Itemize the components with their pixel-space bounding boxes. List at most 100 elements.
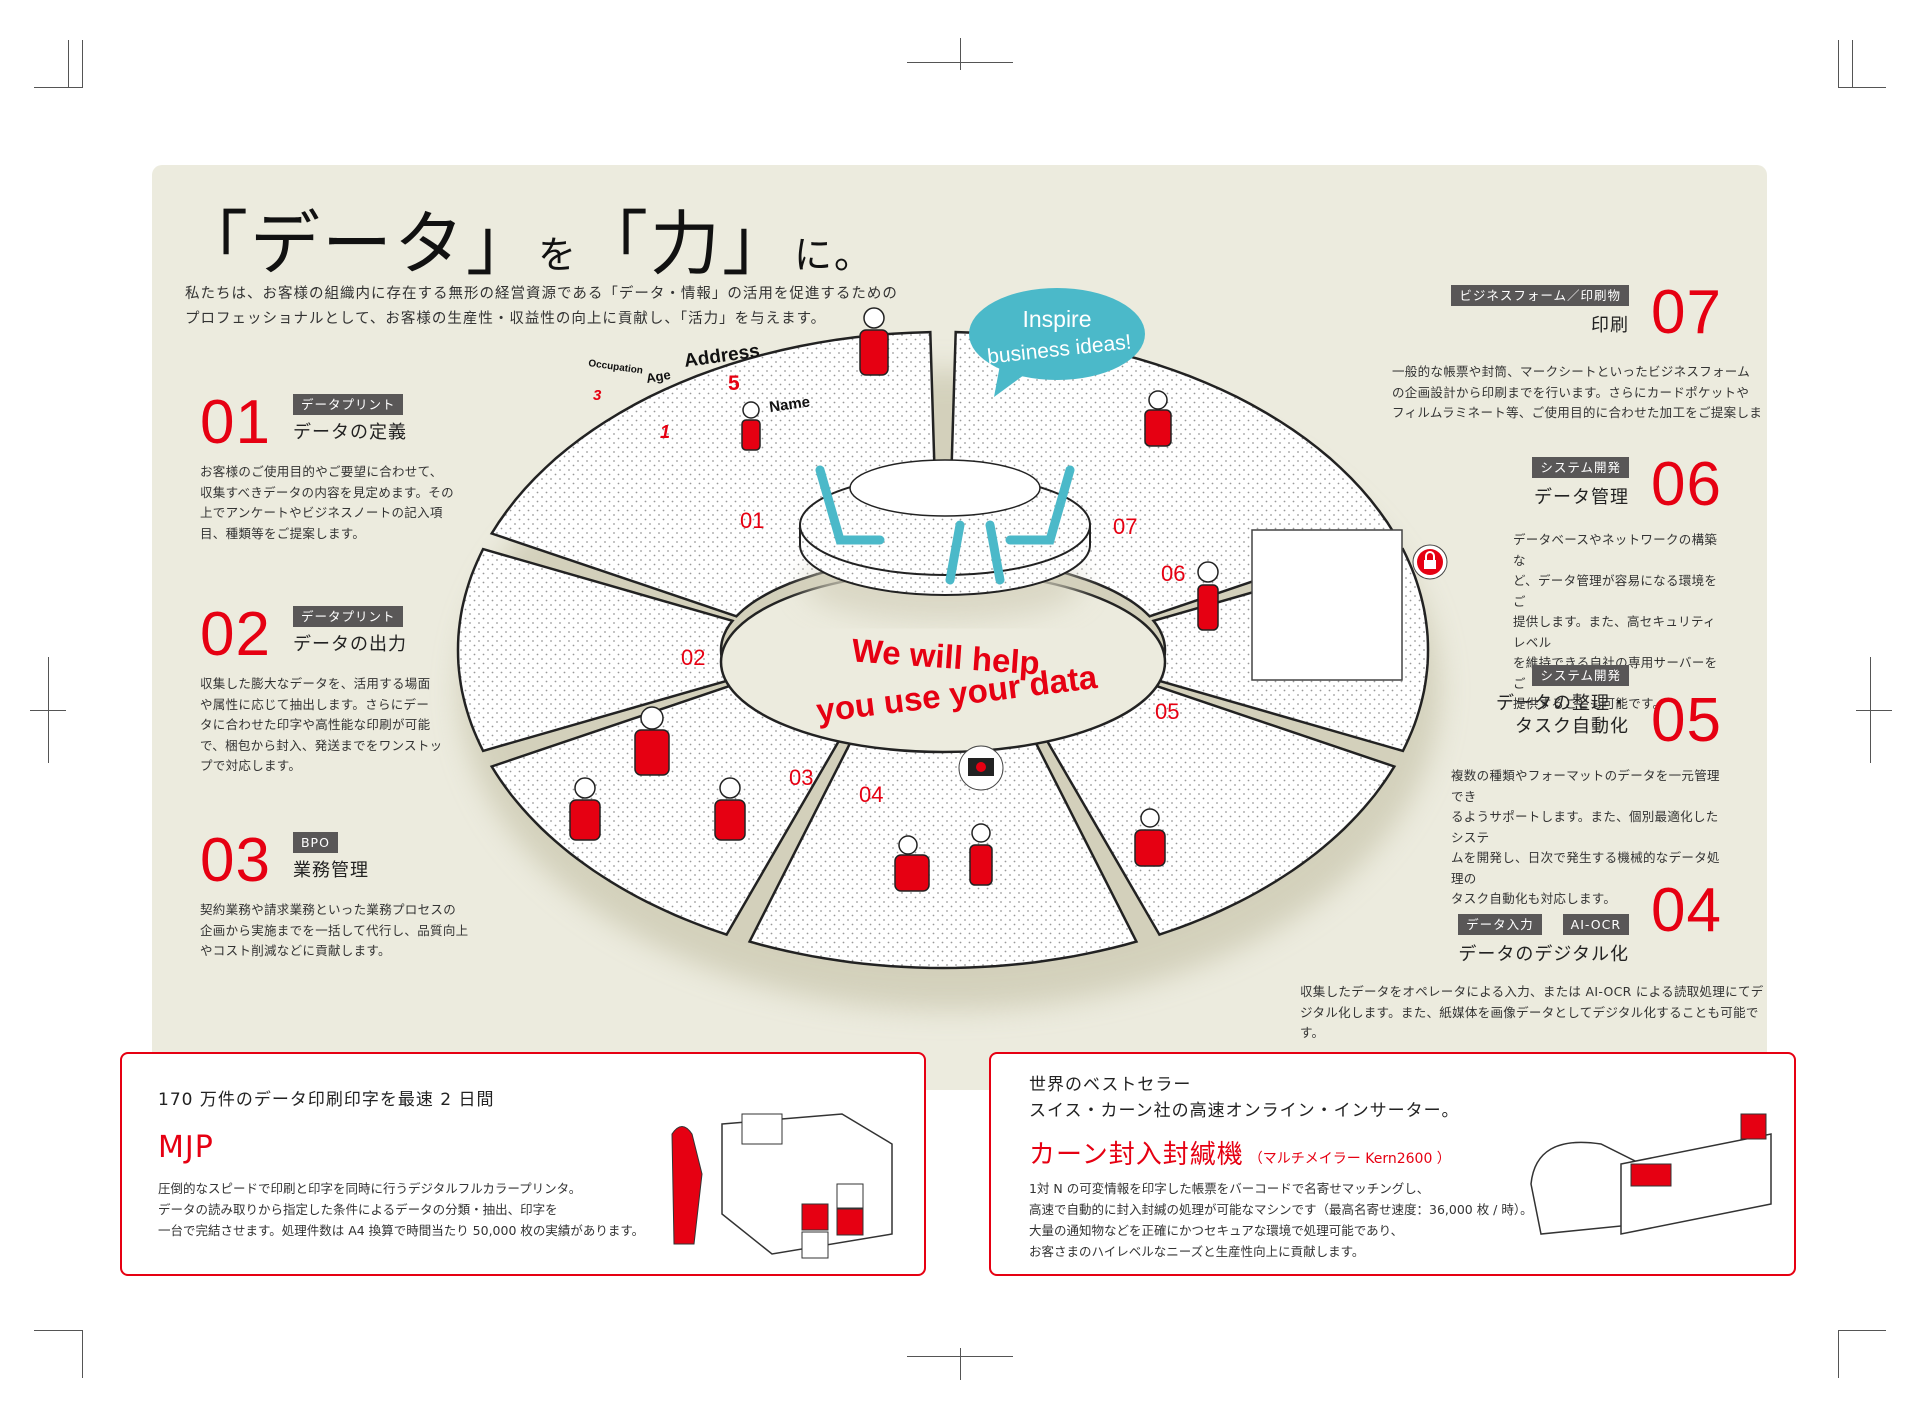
- body-line: 複数の種類やフォーマットのデータを一元管理でき: [1451, 768, 1720, 804]
- service-01: 01 データプリント データの定義 お客様のご使用目的やご要望に合わせて、 収集…: [200, 392, 454, 544]
- service-tag: データ入力: [1458, 914, 1542, 935]
- title-part: に。: [794, 233, 875, 277]
- speech-bubble-tail: [994, 365, 1024, 397]
- intro-text: 私たちは、お客様の組織内に存在する無形の経営資源である「データ・情報」の活用を促…: [185, 282, 898, 332]
- title-part: 「力」: [578, 203, 795, 285]
- body-line: お客さまのハイレベルなニーズと生産性向上に貢献します。: [1029, 1244, 1365, 1259]
- box-title-line: スイス・カーン社の高速オンライン・インサーター。: [1029, 1101, 1460, 1121]
- body-line: の企画設計から印刷までを行います。さらにカードポケットや: [1392, 384, 1750, 400]
- page-title: 「データ」を「力」に。: [178, 188, 874, 289]
- body-line: 高速で自動的に封入封緘の処理が可能なマシンです（最高名寄せ速度：36,000 枚…: [1029, 1202, 1533, 1217]
- body-line: フィルムラミネート等、ご使用目的に合わせた加工をご提案しま: [1392, 405, 1763, 420]
- service-number: 04: [1651, 876, 1722, 945]
- body-line: タスク自動化も対応します。: [1451, 891, 1617, 906]
- segment-label: 04: [859, 782, 883, 807]
- body-line: 圧倒的なスピードで印刷と印字を同時に行うデジタルフルカラープリンタ。: [158, 1181, 582, 1196]
- service-heading: データの出力: [292, 634, 407, 655]
- body-line: 一般的な帳票や封筒、マークシートといったビジネスフォーム: [1392, 364, 1751, 379]
- body-line: るようサポートします。また、個別最適化したシステ: [1451, 809, 1719, 845]
- service-tag: ビジネスフォーム／印刷物: [1451, 285, 1630, 306]
- data-number: 5: [728, 372, 740, 395]
- crop-mark: [68, 40, 69, 88]
- title-part: を: [538, 233, 579, 277]
- body-line: で、梱包から封入、発送までをワンストッ: [200, 737, 443, 753]
- body-line: 大量の通知物などを正確にかつセキュアな環境で処理可能であり、: [1029, 1223, 1404, 1238]
- service-tag: データプリント: [292, 606, 404, 627]
- segment-label: 07: [1113, 514, 1137, 539]
- segment-label: 02: [681, 645, 705, 670]
- monitor-icon-dot: [976, 762, 986, 772]
- service-02: 02 データプリント データの出力 収集した膨大なデータを、活用する場面 や属性…: [200, 604, 442, 777]
- crop-mark: [1838, 1330, 1886, 1331]
- service-heading: タスク自動化: [1515, 716, 1630, 737]
- body-line: 目、種類等をご提案します。: [200, 525, 366, 541]
- service-number: 01: [200, 388, 271, 457]
- crop-mark: [1838, 87, 1886, 88]
- crop-mark: [1838, 40, 1839, 88]
- crop-mark: [82, 1330, 83, 1378]
- intro-line: 私たちは、お客様の組織内に存在する無形の経営資源である「データ・情報」の活用を促…: [185, 286, 898, 302]
- service-heading: データの定義: [292, 422, 407, 443]
- body-line: 契約業務や請求業務といった業務プロセスの: [200, 902, 457, 917]
- chairs: [815, 465, 1075, 585]
- body-line: タに合わせた印字や高性能な印刷が可能: [200, 717, 431, 732]
- server-rack-illustration: [1251, 529, 1403, 681]
- body-line: プで対応します。: [200, 758, 302, 773]
- data-number: 1: [660, 422, 670, 442]
- body-line: す。: [1300, 1025, 1325, 1040]
- segment-label: 01: [740, 508, 764, 533]
- printer-illustration: [671, 1113, 893, 1259]
- service-tag: システム開発: [1532, 665, 1630, 686]
- lock-icon-body: [1424, 560, 1436, 569]
- body-line: 収集した膨大なデータを、活用する場面: [200, 676, 431, 691]
- crop-mark: [960, 38, 961, 70]
- service-heading: 印刷: [1591, 315, 1630, 336]
- body-line: 上でアンケートやビジネスノートの記入項: [200, 505, 443, 520]
- service-heading: データのデジタル化: [1458, 944, 1630, 965]
- body-line: 提供することも可能です。: [1513, 696, 1666, 711]
- service-tag: データプリント: [292, 394, 404, 415]
- box-product-model: （マルチメイラー Kern2600 ）: [1248, 1151, 1451, 1167]
- service-07: ビジネスフォーム／印刷物 印刷 07 一般的な帳票や封筒、マークシートといったビ…: [1392, 278, 1763, 424]
- box-title: 170 万件のデータ印刷印字を最速 2 日間: [158, 1090, 495, 1110]
- segment-label: 05: [1155, 699, 1179, 724]
- service-heading: データの整理・: [1496, 693, 1630, 714]
- crop-mark: [960, 1348, 961, 1380]
- inserter-illustration: [1530, 1113, 1772, 1235]
- box-title-line: 世界のベストセラー: [1029, 1075, 1192, 1095]
- data-number: 3: [593, 387, 602, 404]
- service-heading: 業務管理: [292, 860, 369, 881]
- service-number: 03: [200, 826, 271, 895]
- data-word: Age: [645, 367, 672, 386]
- service-number: 02: [200, 600, 271, 669]
- service-05: システム開発 データの整理・ タスク自動化 05 複数の種類やフォーマットのデー…: [1392, 662, 1722, 910]
- service-tag: AI-OCR: [1562, 914, 1630, 935]
- kern-box: 世界のベストセラー スイス・カーン社の高速オンライン・インサーター。 カーン封入…: [989, 1052, 1796, 1276]
- data-word: Name: [768, 393, 811, 416]
- body-line: や属性に応じて抽出します。さらにデー: [200, 696, 430, 712]
- service-tag: BPO: [292, 832, 338, 853]
- crop-mark: [82, 40, 83, 88]
- bubble-text: Inspire: [1022, 306, 1091, 332]
- crop-mark: [1856, 710, 1892, 711]
- service-number: 07: [1651, 278, 1722, 347]
- title-part: 「データ」: [178, 203, 538, 285]
- body-line: お客様のご使用目的やご要望に合わせて、: [200, 464, 443, 479]
- data-word: Occupation: [588, 358, 644, 377]
- body-line: 一台で完結させます。処理件数は A4 換算で時間当たり 50,000 枚の実績が…: [158, 1223, 645, 1238]
- people-illustrations: [569, 307, 1219, 892]
- body-line: データの読み取りから指定した条件によるデータの分類・抽出、印字を: [158, 1202, 558, 1217]
- round-table: [849, 459, 1041, 517]
- body-line: 1対 N の可変情報を印字した帳票をバーコードで名寄せマッチングし、: [1029, 1181, 1430, 1196]
- service-number: 05: [1651, 686, 1722, 755]
- segment-label: 06: [1161, 561, 1185, 586]
- body-line: やコスト削減などに貢献します。: [200, 943, 391, 958]
- intro-line: プロフェッショナルとして、お客様の生産性・収益性の向上に貢献し、「活力」を与えま…: [185, 311, 827, 327]
- service-number: 06: [1651, 450, 1722, 519]
- body-line: 企画から実施までを一括して代行し、品質向上: [200, 922, 469, 938]
- body-line: データベースやネットワークの構築な: [1513, 532, 1718, 568]
- body-line: ムを開発し、日次で発生する機械的なデータ処理の: [1451, 850, 1720, 886]
- crop-mark: [30, 710, 66, 711]
- service-heading: データ管理: [1534, 487, 1630, 508]
